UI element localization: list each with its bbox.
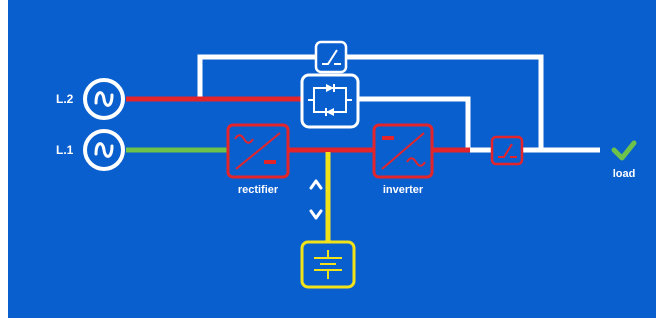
- inverter-label: inverter: [382, 184, 424, 196]
- maintenance-bypass-switch-icon: [314, 40, 348, 74]
- static-bypass-output-line: [358, 96, 471, 151]
- inverter-icon: [372, 123, 434, 179]
- rectifier-icon: [226, 123, 290, 179]
- l1-source-label: L.1: [56, 143, 74, 157]
- rectifier-label: rectifier: [237, 184, 279, 196]
- arrow-down-icon: [309, 209, 323, 220]
- maintenance-bypass-line: [197, 54, 544, 150]
- static-switch-icon: [300, 73, 360, 129]
- load-label: load: [612, 168, 636, 180]
- output-switch-icon: [490, 135, 524, 166]
- battery-icon: [300, 240, 356, 289]
- l2-source-label: L.2: [56, 92, 74, 106]
- l1-source-icon: [83, 129, 125, 171]
- checkmark-icon: [611, 140, 637, 161]
- l2-source-icon: [83, 78, 125, 120]
- arrow-up-icon: [309, 179, 323, 190]
